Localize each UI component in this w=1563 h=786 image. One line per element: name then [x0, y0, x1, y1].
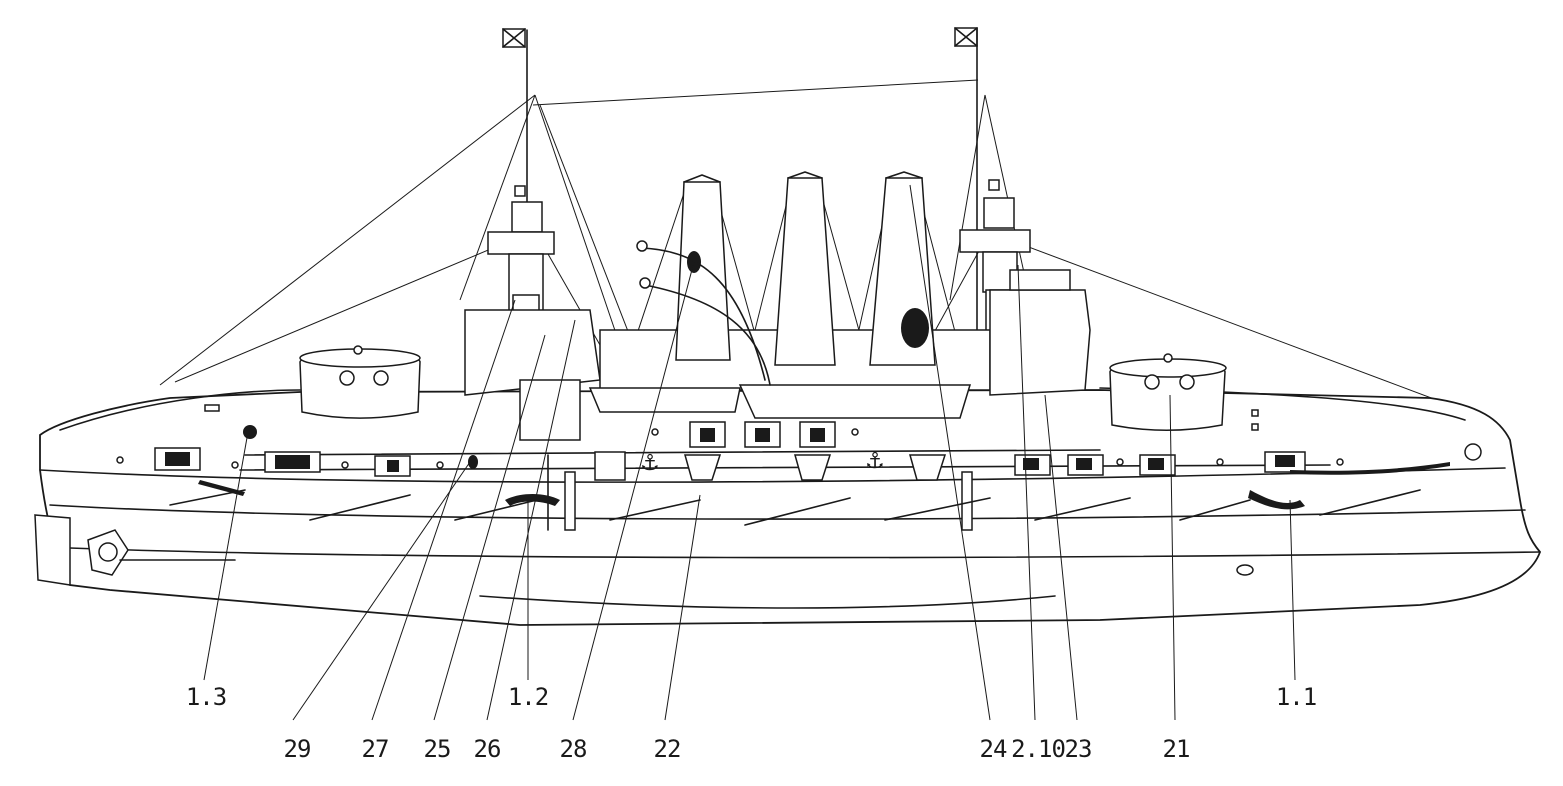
- svg-text:⚓: ⚓: [640, 451, 660, 476]
- funnels: [636, 171, 936, 386]
- label-1-1: 1.1: [1276, 683, 1316, 711]
- label-2-10: 2.10: [1011, 735, 1065, 763]
- label-2-2: 22: [654, 735, 681, 763]
- gun-ports: ⚓ ⚓: [154, 421, 1306, 481]
- svg-text:⚓: ⚓: [865, 449, 885, 474]
- label-2-4: 24: [980, 735, 1007, 763]
- label-1-3: 1.3: [186, 683, 226, 711]
- label-2-6: 26: [474, 735, 501, 763]
- callout-labels: 1.3 29 27 25 26 1.2 28 22 24 2.10 23 21 …: [186, 683, 1317, 763]
- leader-lines: [203, 184, 1296, 721]
- aft-flag: [502, 28, 526, 48]
- label-2-9: 29: [284, 735, 311, 763]
- fore-turret: [1109, 353, 1227, 431]
- label-2-8: 28: [560, 735, 587, 763]
- propeller: [87, 529, 236, 576]
- rigging: [159, 27, 1451, 406]
- label-2-7: 27: [362, 735, 389, 763]
- damage-marks: [198, 425, 1450, 510]
- aft-turret: [299, 345, 421, 419]
- fore-flag: [954, 27, 978, 47]
- portholes: [116, 404, 1344, 469]
- label-2-5: 25: [424, 735, 451, 763]
- label-2-3: 23: [1065, 735, 1092, 763]
- label-2-1: 21: [1163, 735, 1190, 763]
- label-1-2: 1.2: [508, 683, 548, 711]
- hull: [34, 387, 1542, 626]
